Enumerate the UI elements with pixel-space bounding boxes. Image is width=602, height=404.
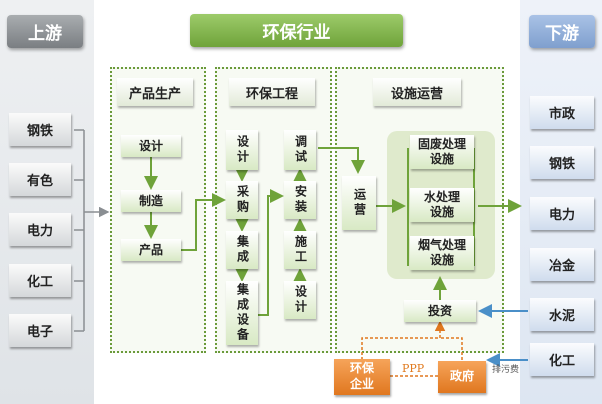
eng-step-procure: 采购 (226, 181, 258, 219)
upstream-item: 电力 (9, 213, 71, 246)
downstream-item: 钢铁 (530, 146, 594, 179)
product-step-manufacture: 制造 (121, 190, 181, 212)
fee-label: 排污费 (492, 365, 520, 375)
downstream-item: 电力 (530, 197, 594, 230)
eng-step-commission: 调试 (284, 130, 316, 170)
product-step-design: 设计 (121, 135, 181, 157)
downstream-header: 下游 (529, 15, 595, 48)
ppp-label: PPP (402, 362, 425, 375)
government-box: 政府 (438, 361, 486, 393)
downstream-item: 市政 (530, 96, 594, 129)
eng-step-install: 安装 (284, 181, 316, 219)
eng-step-integrated-equipment: 集成设备 (226, 281, 258, 345)
facility-solid-waste: 固废处理设施 (410, 135, 474, 169)
engineering-section-title: 环保工程 (229, 78, 315, 106)
enterprise-box: 环保企业 (334, 359, 390, 395)
invest-box: 投资 (404, 300, 476, 322)
operation-section-title: 设施运营 (373, 78, 461, 106)
upstream-item: 电子 (9, 314, 71, 347)
downstream-item: 化工 (530, 343, 594, 376)
upstream-item: 钢铁 (9, 113, 71, 146)
operate-box: 运营 (342, 176, 376, 230)
eng-step-construct: 施工 (284, 231, 316, 269)
eng-step-integrate: 集成 (226, 231, 258, 269)
upstream-item: 化工 (9, 264, 71, 297)
downstream-item: 冶金 (530, 248, 594, 281)
eng-step-design-2: 设计 (284, 281, 316, 319)
downstream-item: 水泥 (530, 298, 594, 331)
product-step-product: 产品 (121, 239, 181, 261)
upstream-item: 有色 (9, 163, 71, 196)
eng-step-design: 设计 (226, 130, 258, 170)
facility-flue-gas: 烟气处理设施 (410, 236, 474, 270)
product-section-title: 产品生产 (117, 78, 193, 106)
facility-water: 水处理设施 (410, 188, 474, 222)
industry-header: 环保行业 (190, 14, 403, 47)
upstream-header: 上游 (7, 15, 83, 48)
